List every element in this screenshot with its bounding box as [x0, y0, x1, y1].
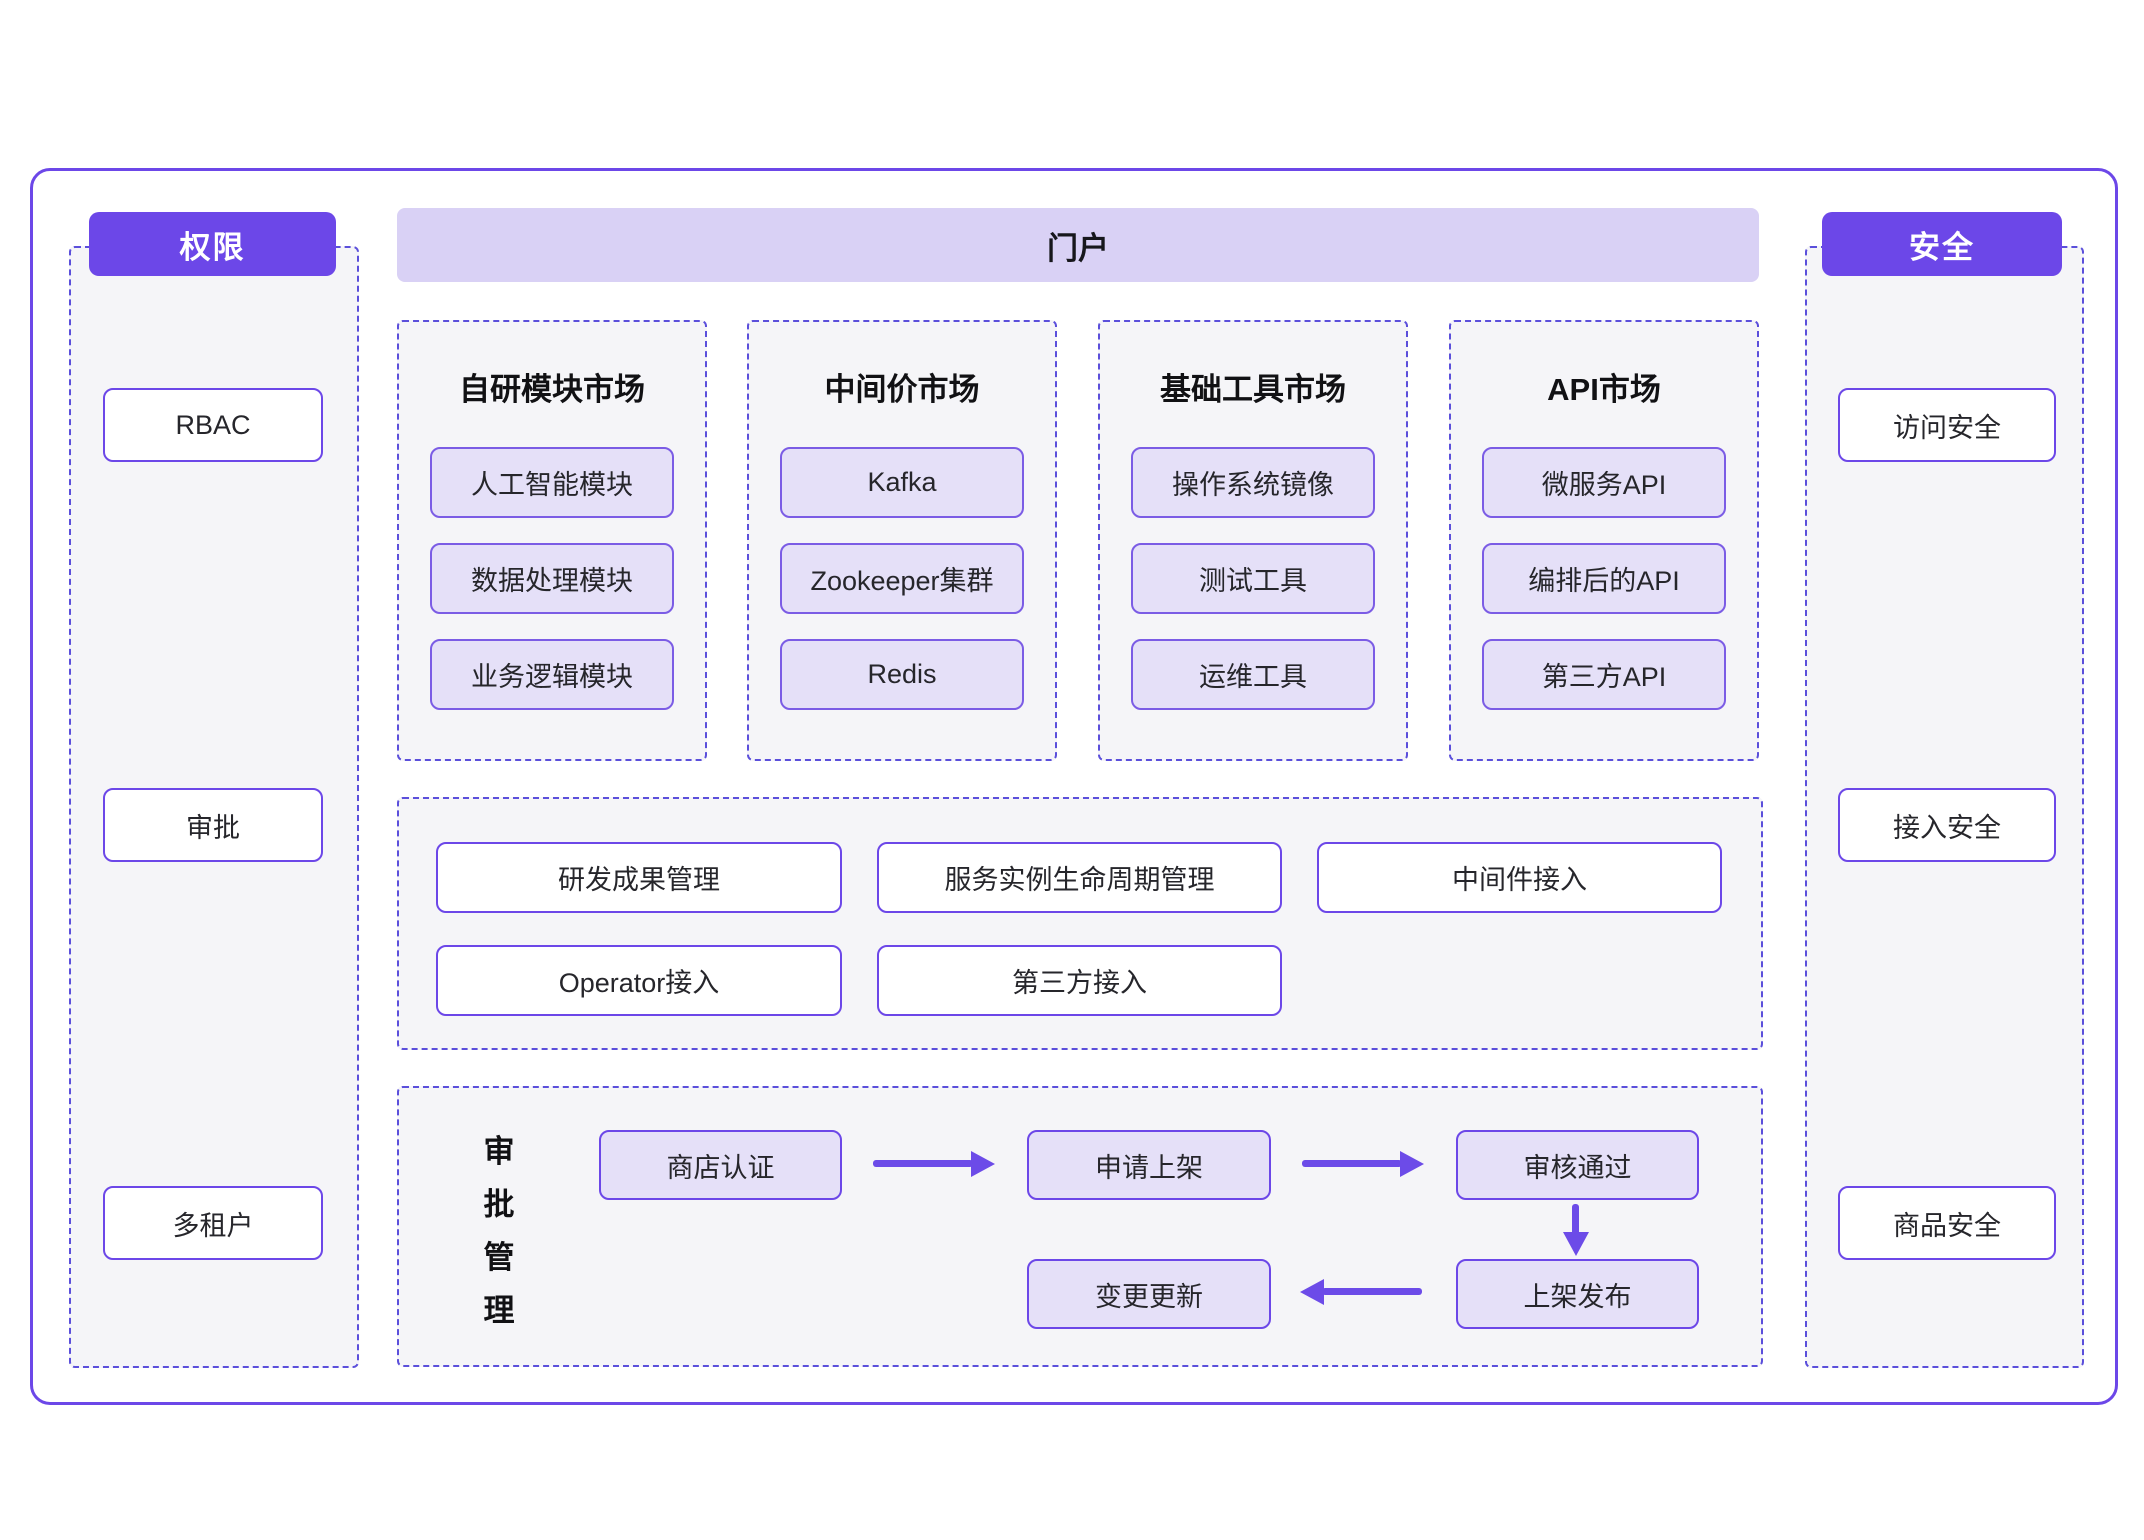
- market-item: 运维工具: [1131, 639, 1375, 710]
- node-access-security: 访问安全: [1838, 388, 2056, 462]
- security-header: 安全: [1822, 212, 2062, 276]
- approval-label-char: 理: [483, 1293, 515, 1328]
- market-item: 第三方API: [1482, 639, 1726, 710]
- node-third-party-access: 第三方接入: [877, 945, 1282, 1016]
- approval-label-char: 审: [483, 1134, 515, 1169]
- node-rbac: RBAC: [103, 388, 323, 462]
- flow-step-review-passed: 审核通过: [1456, 1130, 1699, 1200]
- market-item: Redis: [780, 639, 1024, 710]
- permissions-header: 权限: [89, 212, 336, 276]
- market-item: 操作系统镜像: [1131, 447, 1375, 518]
- portal-header-label: 门户: [1047, 230, 1109, 266]
- market-title: 自研模块市场: [459, 372, 645, 407]
- management-panel: 研发成果管理 服务实例生命周期管理 中间件接入 Operator接入 第三方接入: [397, 797, 1763, 1050]
- market-item: 测试工具: [1131, 543, 1375, 614]
- arrow-left-icon: [1322, 1288, 1422, 1295]
- approval-label-char: 批: [483, 1187, 515, 1222]
- market-item: 数据处理模块: [430, 543, 674, 614]
- flow-step-listing-published: 上架发布: [1456, 1259, 1699, 1329]
- arrow-down-icon: [1572, 1204, 1579, 1236]
- node-approval: 审批: [103, 788, 323, 862]
- market-title: 基础工具市场: [1160, 372, 1346, 407]
- market-item: 人工智能模块: [430, 447, 674, 518]
- market-item: 微服务API: [1482, 447, 1726, 518]
- market-panel-basic-tools: 基础工具市场 操作系统镜像 测试工具 运维工具: [1098, 320, 1408, 761]
- flow-step-apply-listing: 申请上架: [1027, 1130, 1271, 1200]
- node-rd-results-management: 研发成果管理: [436, 842, 842, 913]
- approval-label-char: 管: [483, 1240, 515, 1275]
- node-operator-access: Operator接入: [436, 945, 842, 1016]
- market-item: Kafka: [780, 447, 1024, 518]
- permissions-panel: RBAC 审批 多租户: [69, 246, 359, 1368]
- market-title: API市场: [1547, 372, 1661, 407]
- security-panel: 访问安全 接入安全 商品安全: [1805, 246, 2084, 1368]
- node-middleware-access: 中间件接入: [1317, 842, 1722, 913]
- market-panel-api: API市场 微服务API 编排后的API 第三方API: [1449, 320, 1759, 761]
- market-item: 编排后的API: [1482, 543, 1726, 614]
- portal-header-bar: 门户: [397, 208, 1759, 282]
- market-item: Zookeeper集群: [780, 543, 1024, 614]
- flow-step-store-certification: 商店认证: [599, 1130, 842, 1200]
- approval-flow-panel: 审 批 管 理 商店认证 申请上架 审核通过 上架发布 变更更新: [397, 1086, 1763, 1367]
- flow-step-change-update: 变更更新: [1027, 1259, 1271, 1329]
- node-product-security: 商品安全: [1838, 1186, 2056, 1260]
- node-integration-security: 接入安全: [1838, 788, 2056, 862]
- arrow-right-icon: [873, 1160, 973, 1167]
- arrow-right-icon: [1302, 1160, 1402, 1167]
- market-title: 中间价市场: [824, 372, 980, 407]
- node-multi-tenant: 多租户: [103, 1186, 323, 1260]
- market-panel-middleware: 中间价市场 Kafka Zookeeper集群 Redis: [747, 320, 1057, 761]
- node-service-lifecycle-management: 服务实例生命周期管理: [877, 842, 1282, 913]
- market-item: 业务逻辑模块: [430, 639, 674, 710]
- market-panel-self-developed: 自研模块市场 人工智能模块 数据处理模块 业务逻辑模块: [397, 320, 707, 761]
